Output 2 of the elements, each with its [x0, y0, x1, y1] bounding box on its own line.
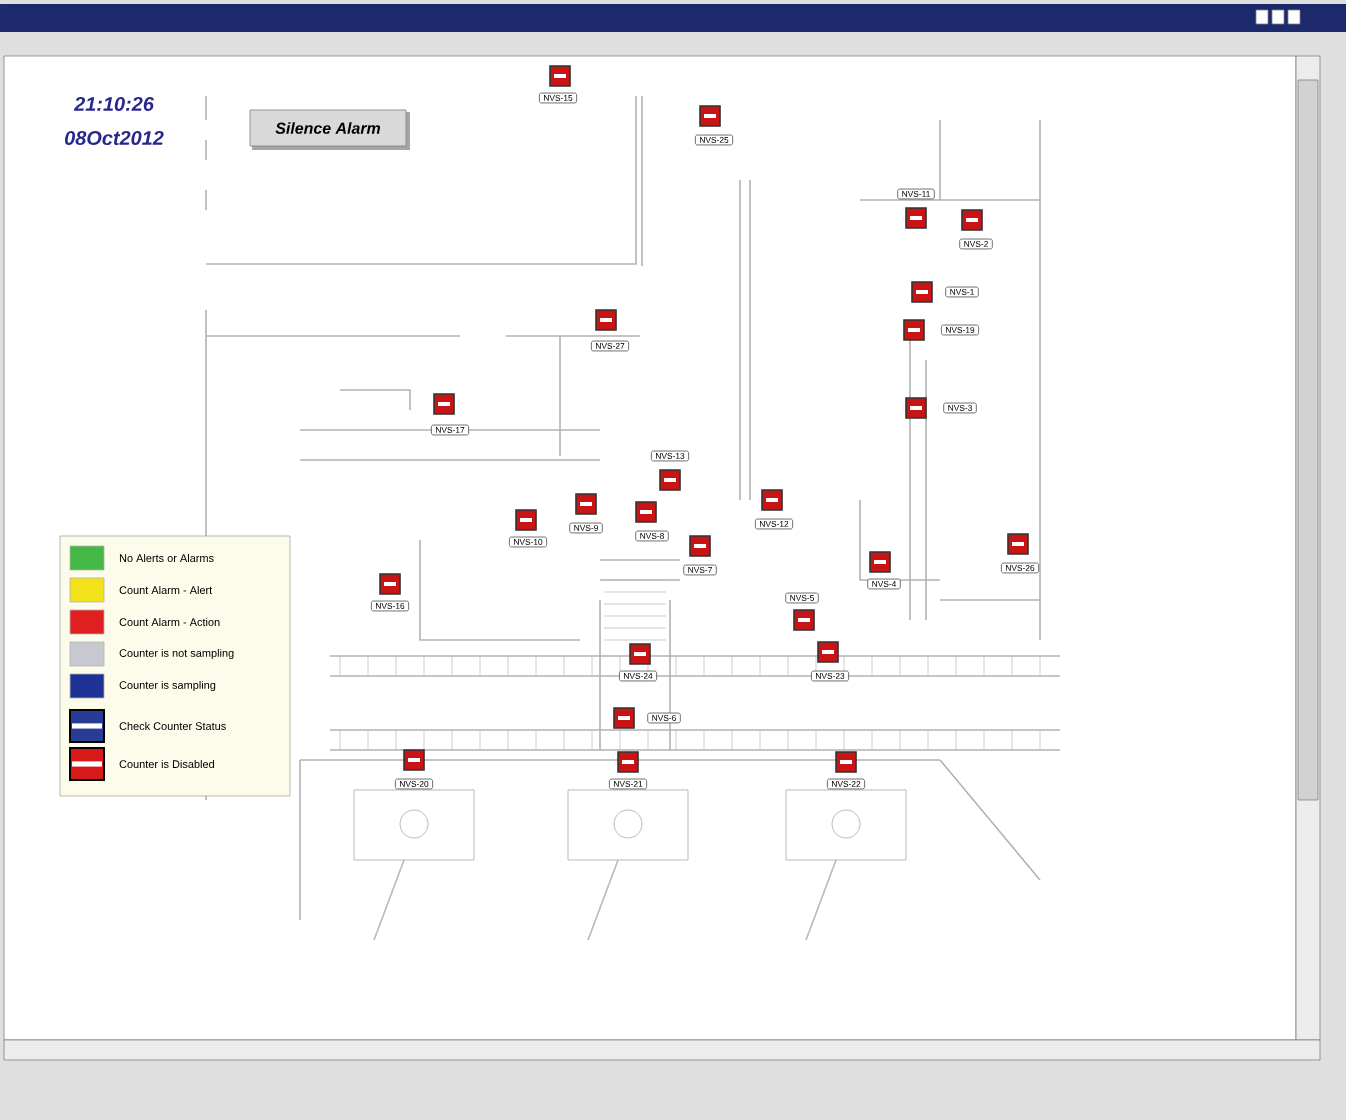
clock-time: 21:10:26: [73, 96, 154, 112]
date-text: 08Oct2012: [65, 130, 164, 146]
